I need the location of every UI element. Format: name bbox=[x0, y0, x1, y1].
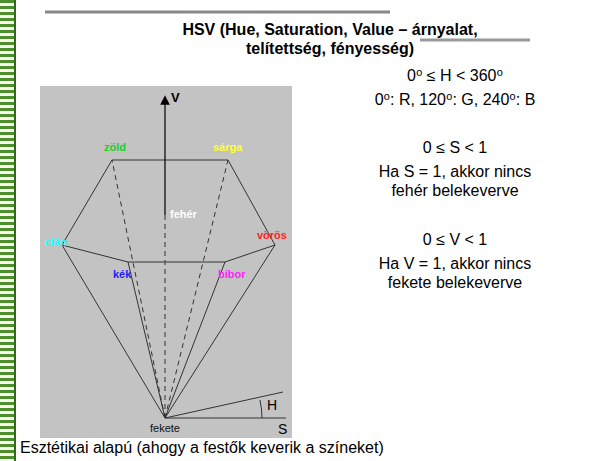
slide-title: HSV (Hue, Saturation, Value – árnyalat, … bbox=[145, 20, 515, 58]
color-label: sárga bbox=[213, 141, 242, 154]
color-label: zöld bbox=[104, 141, 126, 154]
axis-label: V bbox=[171, 90, 180, 106]
top-rule bbox=[420, 39, 530, 42]
top-rule bbox=[45, 11, 390, 14]
range-text: 0⁰: R, 120⁰: G, 240⁰: B bbox=[345, 90, 565, 109]
axis-label: S bbox=[278, 421, 287, 438]
stripe-bar bbox=[0, 0, 14, 461]
color-label: vörös bbox=[257, 229, 287, 242]
hsv-hexcone bbox=[40, 86, 292, 438]
range-text: 0 ≤ S < 1 bbox=[355, 138, 555, 157]
note-text: Ha V = 1, akkor nincs fekete belekeverve bbox=[365, 254, 545, 292]
angle-label: H bbox=[267, 397, 277, 414]
color-label: cián bbox=[45, 236, 67, 249]
color-label: fehér bbox=[170, 208, 197, 221]
stripe-edge bbox=[14, 0, 16, 461]
color-label: bíbor bbox=[218, 268, 246, 281]
vertex-label: fekete bbox=[150, 422, 180, 435]
range-text: 0⁰ ≤ H < 360⁰ bbox=[355, 66, 555, 85]
note-text: Ha S = 1, akkor nincs fehér belekeverve bbox=[365, 162, 545, 200]
range-text: 0 ≤ V < 1 bbox=[355, 230, 555, 249]
footer-text: Esztétikai alapú (ahogy a festők keverik… bbox=[20, 438, 610, 457]
color-label: kék bbox=[113, 268, 131, 281]
